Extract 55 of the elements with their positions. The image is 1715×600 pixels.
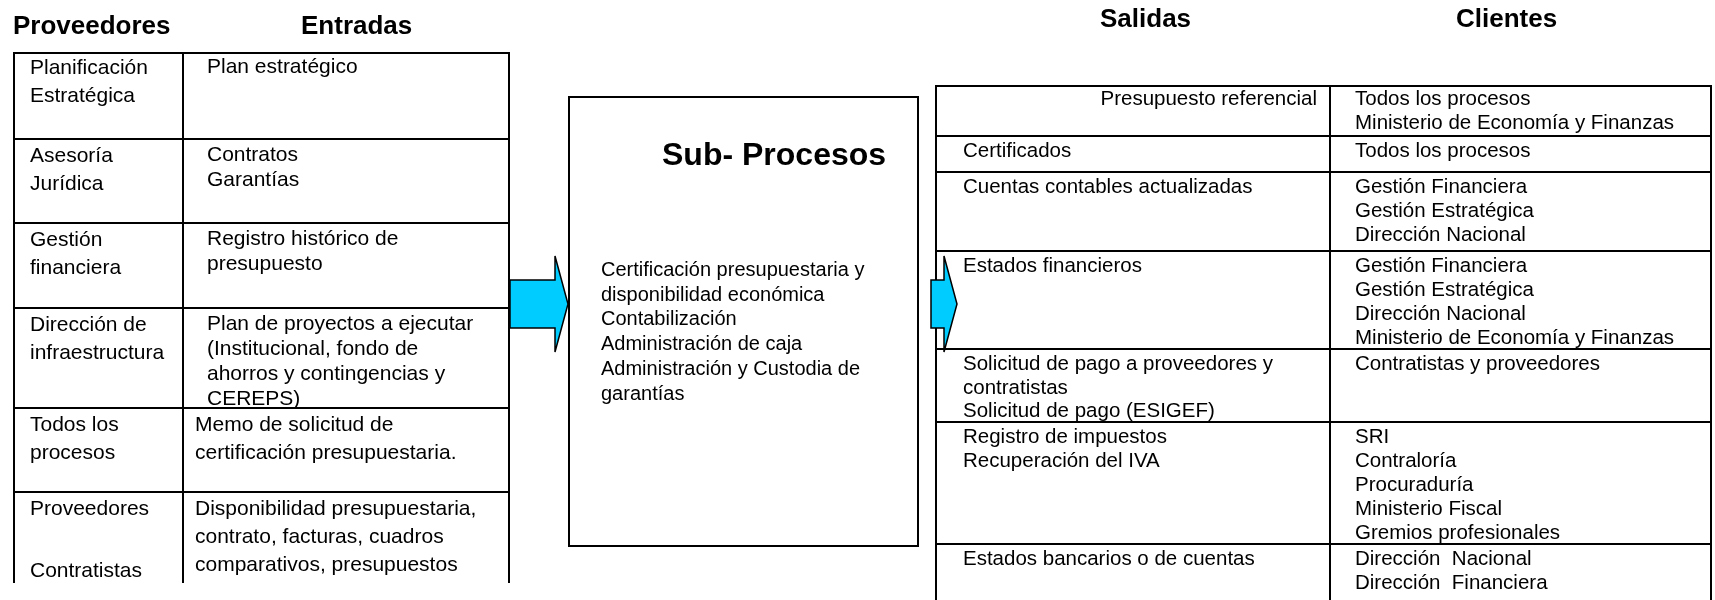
cell-text: Disponibilidad presupuestaria, contrato, facturas, cuadros comparativos, presupuestos xyxy=(195,495,478,577)
table xyxy=(13,52,510,583)
cell-text: Dirección Nacional xyxy=(1355,301,1526,325)
cell-text: Gremios profesionales xyxy=(1355,520,1561,544)
cell-text: Dirección Nacional xyxy=(1355,222,1526,246)
column-header: Proveedores xyxy=(13,10,171,41)
process-item: Certificación presupuestaria y disponibilidad económica xyxy=(601,257,866,306)
cell-text: Gestión Financiera xyxy=(1355,253,1528,277)
cell-text: Ministerio de Economía y Finanzas xyxy=(1355,109,1675,134)
column-header: Clientes xyxy=(1456,3,1558,34)
cell-text: Plan de proyectos a ejecutar (Institucional, fondo de ahorros y contingencias y CEREPS) xyxy=(207,310,475,410)
cell-text: Gestión Estratégica xyxy=(1355,197,1534,222)
cell-text: Procuraduría xyxy=(1355,472,1474,496)
cell-text: Contratos xyxy=(207,141,299,166)
cell-text: Garantías xyxy=(207,166,300,191)
cell-text: Plan estratégico xyxy=(207,53,358,78)
process-item: Administración de caja xyxy=(601,331,804,356)
cell-text: Proveedores xyxy=(30,495,150,521)
cell-text: Certificados xyxy=(963,138,1072,162)
process-item: Contabilización xyxy=(601,306,738,331)
process-item: Administración y Custodia de garantías xyxy=(601,356,861,405)
cell-text: Ministerio Fiscal xyxy=(1355,496,1502,520)
process-box xyxy=(568,96,919,547)
cell-text: Dirección de infraestructura xyxy=(30,311,166,365)
cell-text: Recuperación del IVA xyxy=(963,447,1160,472)
cell-text: Cuentas contables actualizadas xyxy=(963,174,1253,198)
cell-text: Asesoría Jurídica xyxy=(30,142,114,196)
block-arrow xyxy=(509,255,569,353)
cell-text: Dirección Financiera xyxy=(1355,569,1548,594)
column-header: Salidas xyxy=(1100,3,1192,34)
cell-text: Contratistas y proveedores xyxy=(1355,351,1600,375)
cell-text: Registro de impuestos xyxy=(963,424,1167,448)
cell-text: Registro histórico de presupuesto xyxy=(207,225,400,275)
cell-text: Dirección Nacional xyxy=(1355,546,1532,570)
cell-text: Todos los procesos xyxy=(1355,138,1531,162)
cell-text: Gestión Financiera xyxy=(1355,174,1528,198)
block-arrow xyxy=(930,255,958,353)
cell-text: SRI xyxy=(1355,424,1390,448)
table xyxy=(935,85,1712,600)
cell-text: Presupuesto referencial xyxy=(1100,86,1317,110)
column-header: Entradas xyxy=(301,10,413,41)
cell-text: Gestión financiera xyxy=(30,226,123,280)
cell-text: Solicitud de pago a proveedores y contratistas xyxy=(963,351,1274,399)
cell-text: Estados bancarios o de cuentas xyxy=(963,546,1255,570)
cell-text: Solicitud de pago (ESIGEF) xyxy=(963,398,1215,422)
cell-text: Gestión Estratégica xyxy=(1355,276,1534,301)
cell-text: Todos los procesos xyxy=(1355,86,1531,110)
cell-text: Contraloría xyxy=(1355,447,1457,472)
cell-text: Ministerio de Economía y Finanzas xyxy=(1355,325,1675,349)
cell-text: Planificación Estratégica xyxy=(30,54,149,108)
process-title: Sub- Procesos xyxy=(662,136,887,173)
cell-text: Todos los procesos xyxy=(30,411,120,465)
cell-text: Memo de solicitud de certificación presupuestaria. xyxy=(195,411,458,465)
cell-text: Estados financieros xyxy=(963,253,1142,277)
cell-text: Contratistas xyxy=(30,557,143,583)
